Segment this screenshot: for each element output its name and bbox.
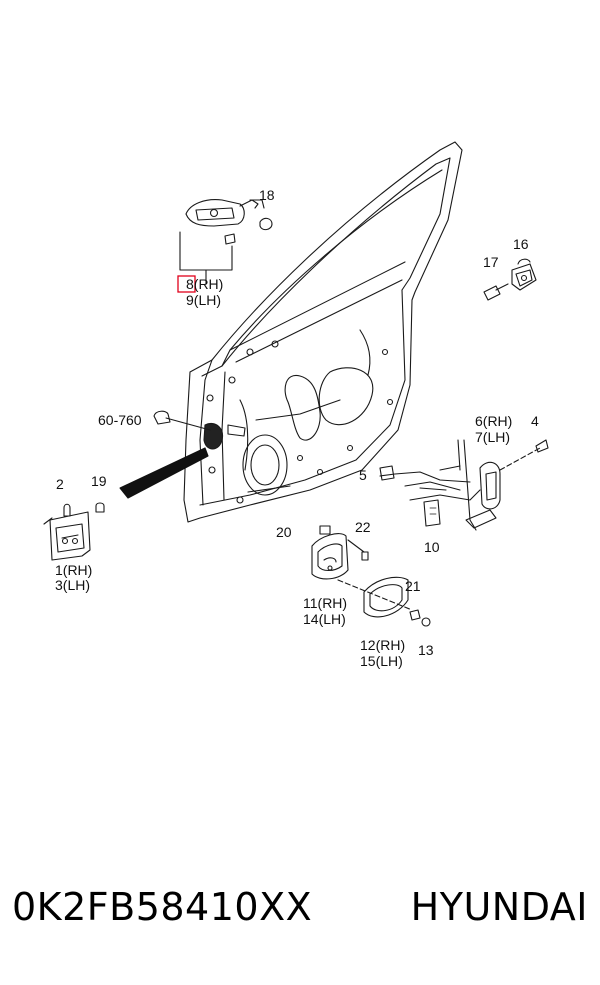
callout-22: 22 (355, 519, 371, 535)
door-inner-panel (203, 329, 394, 504)
part-8-highlight (177, 275, 196, 293)
callout-21: 21 (405, 578, 421, 594)
pad-10 (423, 499, 441, 527)
callout-10: 10 (424, 539, 440, 555)
brand-name: HYUNDAI (410, 885, 588, 929)
callout-12: 12(RH) (360, 637, 405, 653)
callout-19: 19 (91, 473, 107, 489)
callout-7: 7(LH) (475, 429, 510, 445)
screw-20 (319, 525, 331, 535)
callout-11: 11(RH) (303, 595, 347, 611)
callout-18: 18 (259, 187, 275, 203)
callout-17: 17 (483, 254, 499, 270)
callout-6: 6(RH) (475, 413, 512, 429)
check-strap-icon (153, 410, 171, 425)
callout-20: 20 (276, 524, 292, 540)
hinge-leader-wedge (119, 447, 209, 499)
outside-handle (179, 199, 273, 285)
callout-16: 16 (513, 236, 529, 252)
inside-handle (311, 533, 349, 580)
callout-60-760: 60-760 (98, 412, 142, 428)
footer: 0K2FB58410XX HYUNDAI (12, 885, 588, 945)
callout-3: 3(LH) (55, 577, 90, 593)
check-leader (165, 417, 211, 431)
door-frame (183, 141, 463, 523)
callout-9: 9(LH) (186, 292, 221, 308)
callout-4: 4 (531, 413, 539, 429)
screw-21 (409, 609, 421, 621)
callout-14: 14(LH) (303, 611, 346, 627)
part-number: 0K2FB58410XX (12, 885, 313, 929)
callout-2: 2 (56, 476, 64, 492)
clip-5 (379, 465, 395, 481)
callout-1: 1(RH) (55, 562, 92, 578)
screw-22 (361, 551, 369, 561)
striker-assembly (483, 258, 537, 301)
callout-5: 5 (359, 467, 367, 483)
cap-13 (421, 617, 431, 627)
callout-13: 13 (418, 642, 434, 658)
inside-handle-bezel (363, 576, 409, 618)
door-latch-assembly (379, 439, 549, 531)
callout-8: 8(RH) (186, 276, 223, 292)
callout-15: 15(LH) (360, 653, 403, 669)
door-hinge (43, 502, 105, 561)
